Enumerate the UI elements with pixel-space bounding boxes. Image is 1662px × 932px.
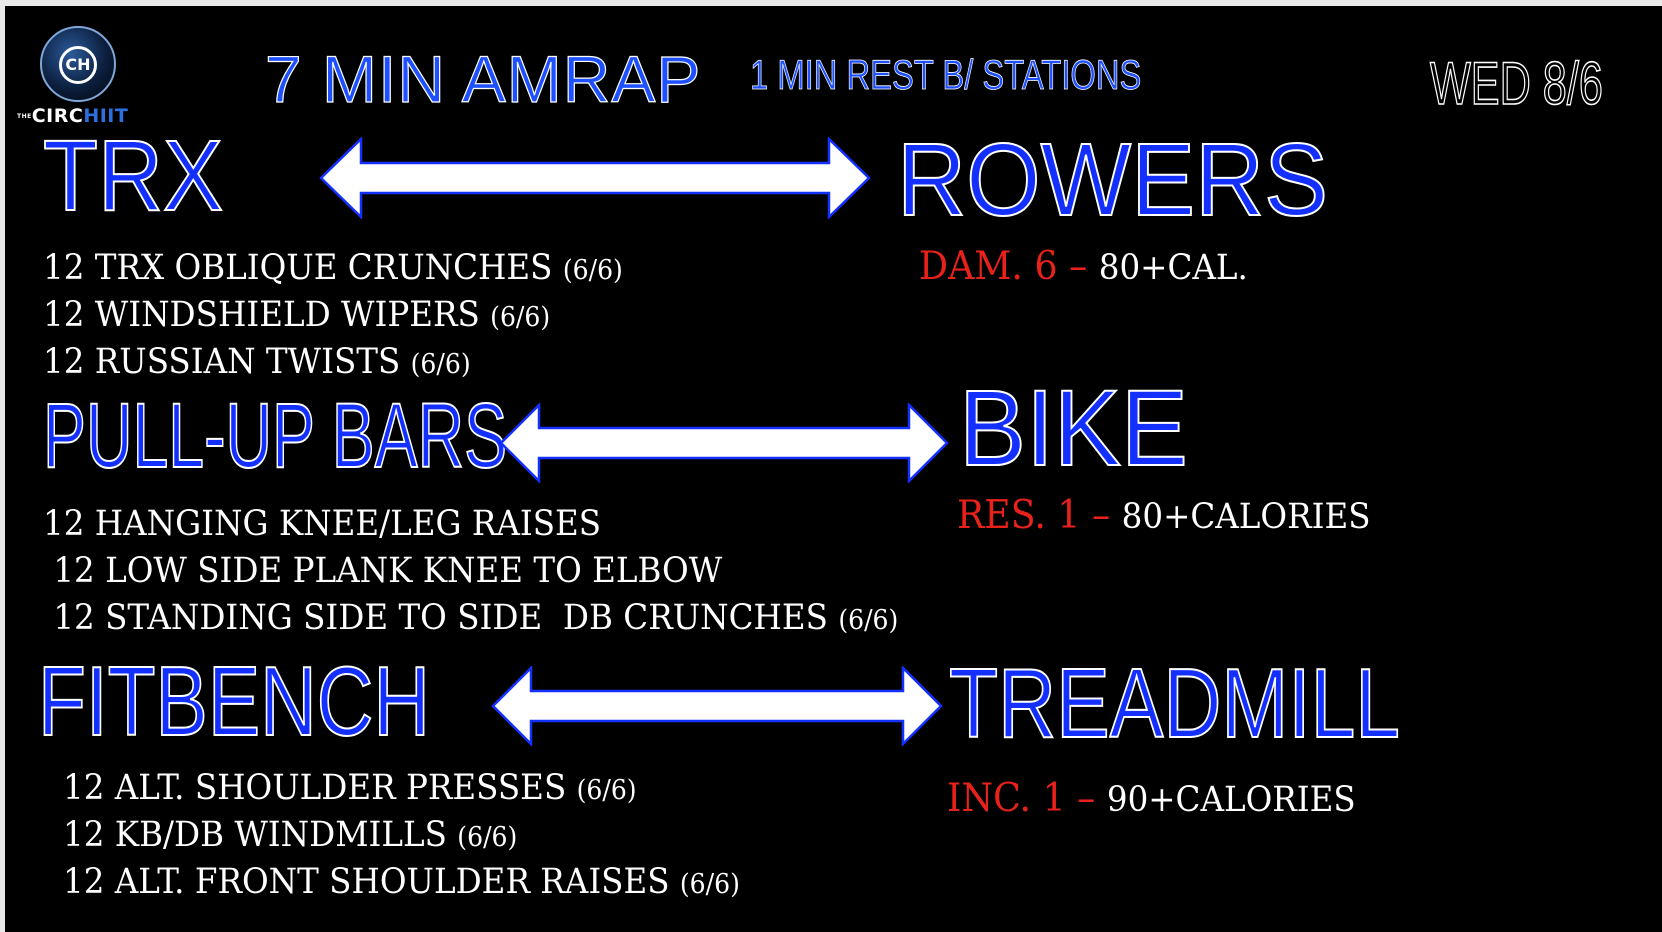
station-fitbench: FITBENCH <box>37 646 431 756</box>
station-treadmill: TREADMILL <box>948 648 1401 758</box>
rest-instructions: 1 MIN REST B/ STATIONS <box>750 51 1142 99</box>
station-rowers: ROWERS <box>896 122 1329 237</box>
double-arrow-icon <box>319 137 871 219</box>
logo-emblem: CH <box>40 26 116 102</box>
rowers-setting: DAM. 6 – <box>919 244 1099 289</box>
exercise-item: 12 ALT. FRONT SHOULDER RAISES (6/6) <box>63 862 740 902</box>
exercise-list-fitbench: 12 ALT. SHOULDER PRESSES (6/6) 12 KB/DB … <box>63 766 740 907</box>
station-pull-up-bars: PULL-UP BARS <box>42 385 508 487</box>
exercise-item: 12 STANDING SIDE TO SIDE DB CRUNCHES (6/… <box>43 598 899 638</box>
treadmill-calories: 90+CALORIES <box>1106 780 1356 820</box>
bike-target: RES. 1 – 80+CALORIES <box>957 493 1371 538</box>
circhiit-logo: CH THECIRCHIIT <box>17 20 145 140</box>
station-trx: TRX <box>42 120 224 232</box>
rowers-target: DAM. 6 – 80+CAL. <box>919 244 1248 289</box>
exercise-item: 12 TRX OBLIQUE CRUNCHES (6/6) <box>43 248 623 288</box>
logo-wordmark: THECIRCHIIT <box>17 105 129 127</box>
exercise-list-trx: 12 TRX OBLIQUE CRUNCHES (6/6) 12 WINDSHI… <box>43 246 623 387</box>
exercise-item: 12 ALT. SHOULDER PRESSES (6/6) <box>63 768 637 808</box>
treadmill-target: INC. 1 – 90+CALORIES <box>947 776 1356 821</box>
station-bike: BIKE <box>958 367 1189 488</box>
bike-calories: 80+CALORIES <box>1121 497 1371 537</box>
exercise-item: 12 WINDSHIELD WIPERS (6/6) <box>43 295 551 335</box>
bike-setting: RES. 1 – <box>957 493 1122 538</box>
workout-title: 7 MIN AMRAP <box>264 41 702 116</box>
rowers-calories: 80+CAL. <box>1098 248 1248 288</box>
exercise-item: 12 HANGING KNEE/LEG RAISES <box>43 504 602 544</box>
double-arrow-icon <box>491 666 943 746</box>
workout-date: WED 8/6 <box>1429 49 1603 118</box>
treadmill-setting: INC. 1 – <box>947 776 1107 821</box>
logo-monogram: CH <box>59 46 97 84</box>
exercise-item: 12 RUSSIAN TWISTS (6/6) <box>43 342 471 382</box>
exercise-list-pull-up-bars: 12 HANGING KNEE/LEG RAISES 12 LOW SIDE P… <box>43 502 898 643</box>
exercise-item: 12 KB/DB WINDMILLS (6/6) <box>63 815 518 855</box>
exercise-item: 12 LOW SIDE PLANK KNEE TO ELBOW <box>43 551 723 591</box>
double-arrow-icon <box>499 403 949 483</box>
